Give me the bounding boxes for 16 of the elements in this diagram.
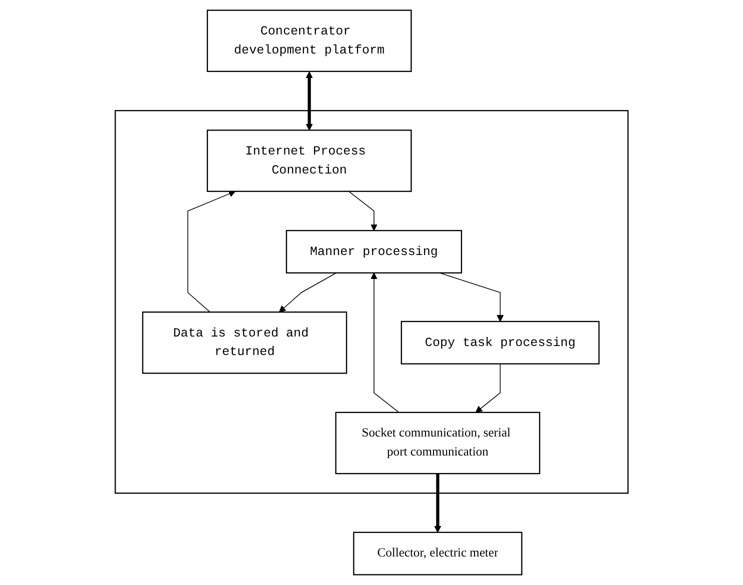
- arrow: [306, 71, 313, 131]
- arrow: [434, 474, 442, 533]
- node-box: Internet Process Connection: [206, 130, 412, 192]
- arrow: [475, 363, 500, 413]
- node-box: Data is stored and returned: [142, 312, 347, 374]
- arrow: [438, 272, 504, 322]
- node-box: Copy task processing: [400, 320, 600, 364]
- cluster: [114, 110, 628, 494]
- arrow: [278, 272, 337, 312]
- arrow: [187, 190, 236, 312]
- node-box: Concentrator development platform: [206, 10, 412, 72]
- arrow: [370, 272, 400, 413]
- arrow: [348, 190, 378, 231]
- node-box: Collector, electric meter: [352, 532, 522, 576]
- node-box: Manner processing: [286, 230, 462, 274]
- node-box: Socket communication, serial port communication: [335, 412, 540, 474]
